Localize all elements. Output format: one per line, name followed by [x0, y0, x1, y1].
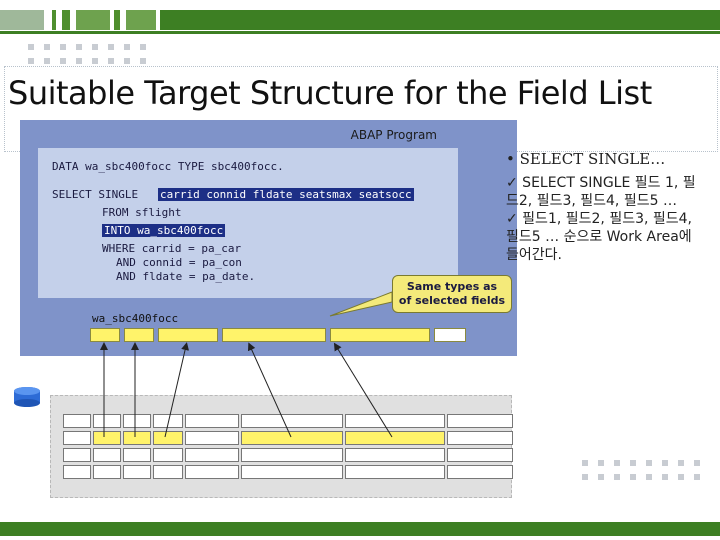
code-line: FROM sflight — [102, 206, 182, 219]
code-line-keyword: SELECT SINGLE — [52, 188, 139, 201]
callout-same-types: Same types as of selected fields — [392, 275, 512, 313]
top-bar-segment — [126, 10, 156, 30]
code-line: WHERE carrid = pa_car — [102, 242, 242, 255]
code-line: DATA wa_sbc400focc TYPE sbc400focc. — [52, 160, 284, 173]
slide-title: Suitable Target Structure for the Field … — [8, 74, 652, 112]
bullet-list: • SELECT SINGLE… ✓ SELECT SINGLE 필드 1, 필… — [506, 150, 706, 264]
bullet-sub: ✓ 필드1, 필드2, 필드3, 필드4, 필드5 … 순으로 Work Are… — [506, 211, 693, 263]
workarea-field — [90, 328, 120, 342]
workarea-label: wa_sbc400focc — [92, 312, 179, 325]
workarea-field-empty — [434, 328, 466, 342]
top-bar-segment — [0, 10, 44, 30]
workarea-field — [222, 328, 326, 342]
workarea-field — [330, 328, 430, 342]
selected-fields-highlight: carrid connid fldate seatsmax seatsocc — [158, 188, 414, 201]
workarea-field — [124, 328, 154, 342]
top-bar-segment — [52, 10, 56, 30]
bullet-main: • SELECT SINGLE… — [506, 150, 666, 168]
dot-pattern — [582, 460, 704, 480]
callout-line: Same types as — [406, 280, 498, 293]
code-line: AND connid = pa_con — [116, 256, 242, 269]
code-line-fields: carrid connid fldate seatsmax seatsocc — [158, 188, 414, 201]
top-bar-segment — [76, 10, 110, 30]
top-bar — [0, 0, 720, 34]
workarea-field — [158, 328, 218, 342]
abap-program-figure: ABAP Program DATA wa_sbc400focc TYPE sbc… — [20, 120, 517, 356]
bullet-sub: ✓ SELECT SINGLE 필드 1, 필드2, 필드3, 필드4, 필드5… — [506, 175, 696, 209]
top-bar-segment — [114, 10, 120, 30]
code-line: AND fldate = pa_date. — [116, 270, 256, 283]
top-bar-band — [160, 10, 720, 30]
bottom-bar-band — [0, 522, 720, 536]
code-block: DATA wa_sbc400focc TYPE sbc400focc. SELE… — [38, 148, 458, 298]
database-icon — [14, 387, 40, 407]
into-target-highlight: INTO wa_sbc400focc — [102, 224, 226, 237]
bottom-bar — [0, 518, 720, 540]
callout-line: of selected fields — [398, 294, 506, 307]
top-bar-segment — [62, 10, 70, 30]
figure-window-title: ABAP Program — [350, 128, 437, 142]
database-table — [50, 395, 513, 498]
top-bar-line — [0, 31, 720, 34]
dot-pattern — [28, 44, 150, 64]
code-line-into: INTO wa_sbc400focc — [102, 224, 226, 237]
